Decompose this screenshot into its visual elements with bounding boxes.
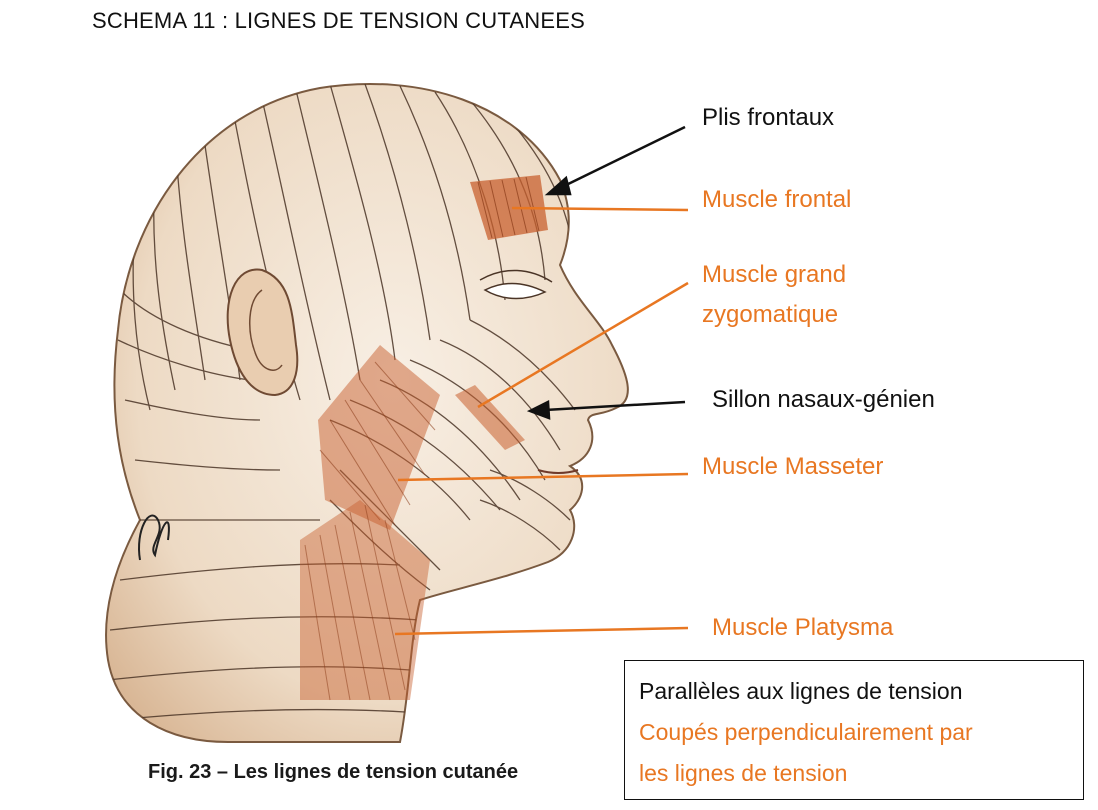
label-masseter: Muscle Masseter	[702, 453, 884, 480]
mouth	[537, 469, 579, 474]
legend-line-3: les lignes de tension	[639, 760, 848, 786]
line-muscle-frontal	[511, 206, 689, 212]
signature	[138, 514, 170, 561]
arrow-sillon	[526, 400, 686, 420]
legend-line-2: Coupés perpendiculairement par	[639, 719, 973, 745]
eye	[483, 282, 547, 300]
label-sillon: Sillon nasaux-génien	[712, 386, 935, 413]
page-title: SCHEMA 11 : LIGNES DE TENSION CUTANEES	[92, 8, 585, 33]
line-muscle-masseter	[397, 472, 689, 482]
label-muscle-grand-line1: Muscle grand	[702, 261, 847, 288]
label-platysma: Muscle Platysma	[712, 614, 894, 641]
line-muscle-zygomatic	[477, 281, 689, 409]
line-muscle-platysma	[394, 626, 689, 636]
ear	[226, 268, 299, 397]
arrow-plis-frontaux	[544, 125, 686, 196]
legend-box: Parallèles aux lignes de tension Coupés …	[624, 660, 1084, 800]
label-plis-frontaux: Plis frontaux	[702, 104, 835, 131]
label-muscle-grand-line2: zygomatique	[702, 301, 839, 328]
label-muscle-frontal: Muscle frontal	[702, 186, 852, 213]
legend-line-1: Parallèles aux lignes de tension	[639, 678, 963, 704]
muscle-zygomatic	[455, 385, 525, 450]
muscle-platysma	[300, 500, 430, 700]
figure-caption: Fig. 23 – Les lignes de tension cutanée	[148, 761, 519, 783]
